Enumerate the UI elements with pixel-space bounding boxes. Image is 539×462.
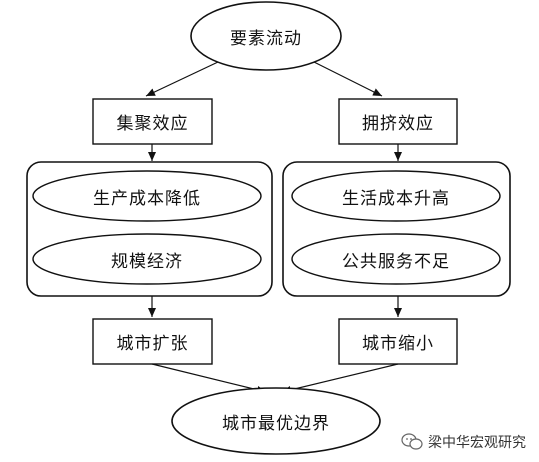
node-living-cost-up — [291, 170, 501, 222]
label-production-cost-down: 生产成本降低 — [93, 188, 201, 209]
label-optimal-boundary: 城市最优边界 — [222, 413, 330, 434]
label-city-shrink: 城市缩小 — [362, 333, 434, 354]
node-public-service-short — [291, 233, 501, 285]
node-scale-economy — [32, 233, 262, 285]
wechat-icon — [401, 433, 423, 450]
label-city-expand: 城市扩张 — [116, 333, 189, 354]
label-congestion-effect: 拥挤效应 — [362, 113, 434, 134]
arrow-expand-to-boundary — [151, 363, 267, 394]
label-living-cost-up: 生活成本升高 — [342, 188, 450, 209]
label-scale-economy: 规模经济 — [111, 251, 183, 272]
node-agglomeration-effect — [92, 98, 213, 145]
arrow-shrink-to-boundary — [281, 363, 399, 394]
node-factor-flow — [190, 1, 342, 71]
arrow-top-to-agglomeration — [145, 61, 219, 97]
arrow-top-to-congestion — [313, 61, 383, 97]
watermark-text: 梁中华宏观研究 — [428, 435, 526, 451]
node-production-cost-down — [32, 170, 262, 222]
label-agglomeration-effect: 集聚效应 — [116, 113, 189, 134]
node-optimal-boundary — [171, 387, 381, 455]
watermark: 梁中华宏观研究 — [400, 430, 526, 454]
node-congestion-effect — [338, 98, 458, 145]
node-city-shrink — [338, 318, 458, 365]
label-public-service-short: 公共服务不足 — [342, 251, 450, 272]
label-factor-flow: 要素流动 — [230, 28, 302, 49]
